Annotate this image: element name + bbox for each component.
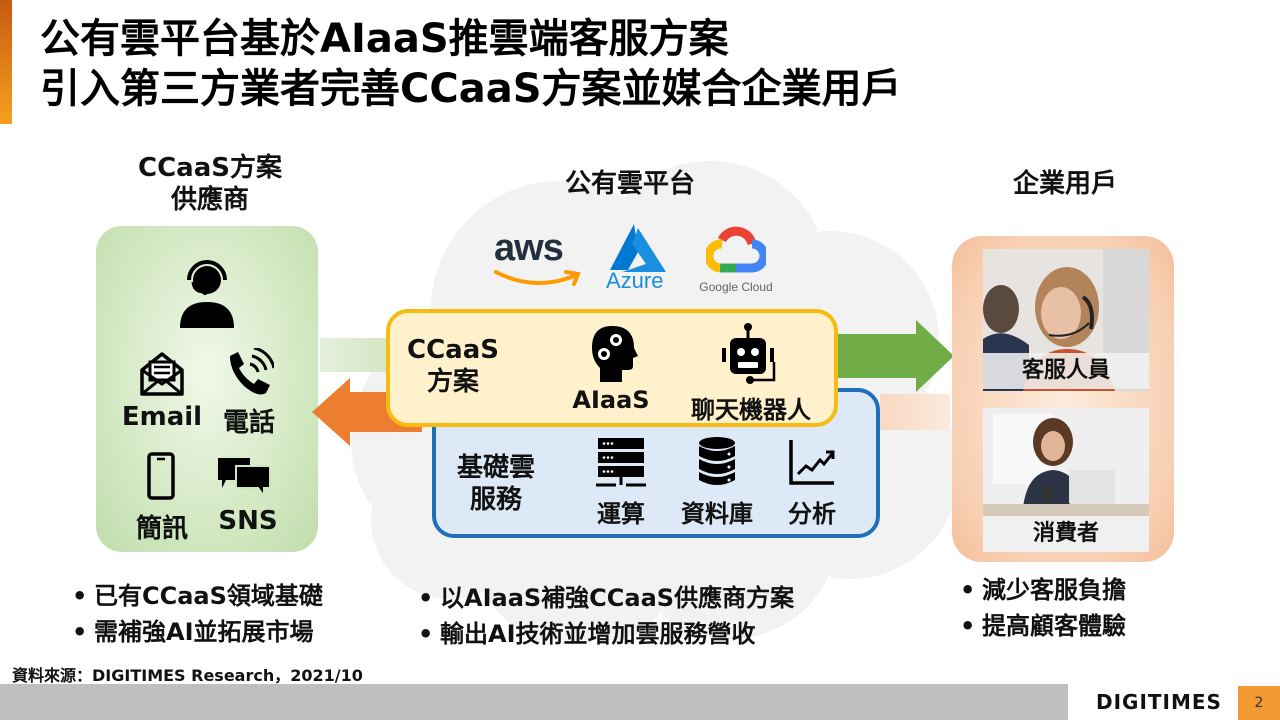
database-icon	[699, 437, 735, 485]
faded-orange-arrow-tail	[880, 394, 950, 430]
chat-bubbles-icon	[218, 458, 271, 496]
ccaas-label-line-1: CCaaS	[407, 335, 499, 365]
digitimes-logo: DIGITIMES	[1096, 690, 1222, 714]
google-cloud-icon	[706, 226, 766, 273]
enterprise-bullet: 提高顧客體驗	[960, 608, 1126, 644]
slide-title: 公有雲平台基於AIaaS推雲端客服方案 引入第三方業者完善CCaaS方案並媒合企…	[40, 14, 902, 114]
google-cloud-logo: Google Cloud	[694, 224, 778, 298]
provider-bullets: 已有CCaaS領域基礎 需補強AI並拓展市場	[72, 578, 323, 650]
line-chart-icon	[789, 440, 835, 485]
aws-logo: aws	[494, 228, 586, 294]
ai-brain-gears-icon	[592, 326, 638, 382]
chatbot-label: 聊天機器人	[691, 396, 811, 424]
consumer-caption: 消費者	[983, 516, 1149, 552]
azure-triangle-icon	[610, 224, 666, 272]
aws-logo-text: aws	[494, 227, 564, 269]
ccaas-label-line-2: 方案	[426, 367, 479, 397]
page-number: 2	[1238, 686, 1280, 720]
chatbot-robot-icon	[722, 323, 776, 384]
cloud-bullet: 以AIaaS補強CCaaS供應商方案	[418, 580, 794, 616]
email-envelope-icon	[140, 352, 184, 396]
title-line-2: 引入第三方業者完善CCaaS方案並媒合企業用戶	[40, 66, 902, 112]
infra-label-line-1: 基礎雲	[456, 453, 535, 483]
footer-bar	[0, 684, 1068, 720]
infra-label-line-2: 服務	[469, 485, 522, 515]
customer-service-agent-icon	[180, 260, 234, 328]
enterprise-bullet: 減少客服負擔	[960, 572, 1126, 608]
google-cloud-logo-text: Google Cloud	[699, 280, 773, 294]
title-line-1: 公有雲平台基於AIaaS推雲端客服方案	[40, 16, 729, 62]
customer-service-agent-photo: 客服人員	[983, 249, 1149, 391]
cloud-bullet: 輸出AI技術並增加雲服務營收	[418, 616, 794, 652]
channel-email-label: Email	[121, 402, 203, 432]
aws-smile-icon	[494, 270, 581, 286]
compute-label: 運算	[597, 500, 645, 528]
agent-caption: 客服人員	[983, 353, 1149, 389]
enterprise-bullets: 減少客服負擔 提高顧客體驗	[960, 572, 1126, 644]
server-icon	[596, 438, 646, 487]
faded-green-arrow-tail	[320, 338, 392, 372]
public-cloud-heading: 公有雲平台	[564, 169, 695, 199]
enterprise-user-heading: 企業用戶	[1012, 169, 1117, 199]
azure-logo: Azure	[604, 222, 670, 296]
provider-bullet: 已有CCaaS領域基礎	[72, 578, 323, 614]
channel-sms-label: 簡訊	[135, 514, 188, 544]
title-accent-bar	[0, 0, 12, 124]
source-note: 資料來源：DIGITIMES Research，2021/10	[12, 666, 363, 685]
channel-phone-label: 電話	[222, 408, 275, 438]
aiaas-label: AIaaS	[572, 386, 650, 414]
phone-icon	[230, 348, 274, 395]
ccaas-provider-heading: CCaaS方案 供應商	[100, 152, 320, 216]
mobile-phone-icon	[147, 452, 175, 500]
azure-logo-text: Azure	[606, 268, 664, 293]
database-label: 資料庫	[681, 500, 753, 528]
ccaas-box-label: CCaaS 方案	[400, 334, 506, 398]
consumer-photo: 消費者	[983, 408, 1149, 552]
cloud-bullets: 以AIaaS補強CCaaS供應商方案 輸出AI技術並增加雲服務營收	[418, 580, 794, 652]
analytics-label: 分析	[788, 500, 836, 528]
arrow-to-enterprise	[836, 320, 954, 392]
infra-box-label: 基礎雲 服務	[444, 452, 548, 516]
channel-sns-label: SNS	[218, 506, 278, 536]
heading-line-2: 供應商	[170, 185, 249, 215]
provider-bullet: 需補強AI並拓展市場	[72, 614, 323, 650]
heading-line-1: CCaaS方案	[138, 153, 282, 183]
